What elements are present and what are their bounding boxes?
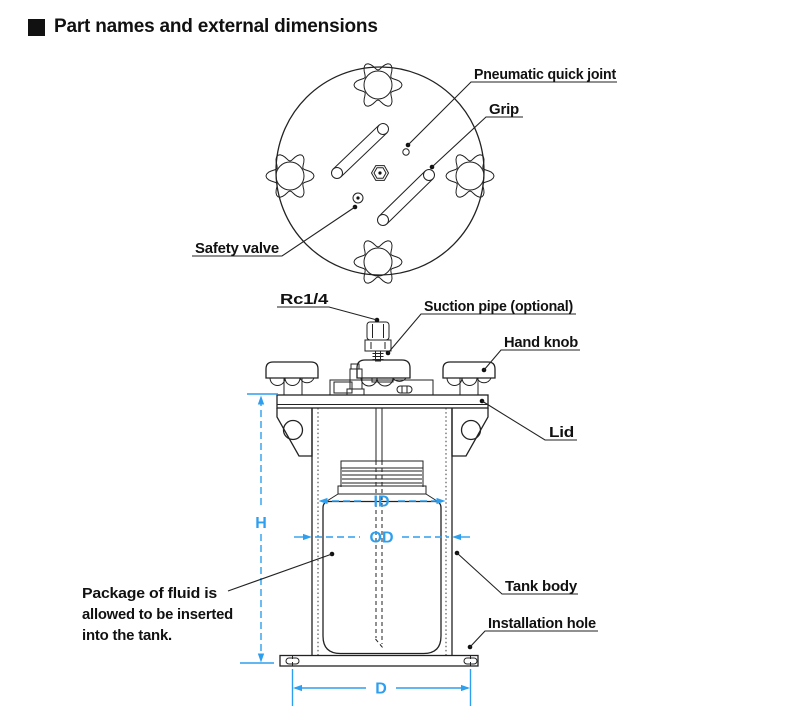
dimension-height-H: H bbox=[240, 393, 278, 664]
suction-pipe bbox=[375, 408, 384, 649]
dim-label-H: H bbox=[255, 515, 267, 532]
rc-fitting bbox=[364, 321, 392, 362]
side-view: H ID OD bbox=[82, 292, 598, 706]
side-hand-knob-left bbox=[265, 361, 319, 396]
leader-lid bbox=[479, 398, 577, 441]
label-grip: Grip bbox=[489, 102, 519, 118]
label-package-note-line1: Package of fluid is bbox=[82, 586, 217, 602]
ear-bracket-left bbox=[276, 408, 313, 457]
leader-rc-thread bbox=[277, 306, 380, 323]
lid-outline-circle bbox=[275, 66, 485, 276]
hand-knob-left bbox=[265, 154, 315, 198]
label-safety-valve: Safety valve bbox=[195, 241, 279, 257]
pneumatic-quick-joint-port bbox=[402, 148, 410, 156]
section-title: Part names and external dimensions bbox=[28, 16, 378, 38]
tank-walls bbox=[311, 408, 453, 656]
label-installation-hole: Installation hole bbox=[488, 616, 596, 632]
label-hand-knob: Hand knob bbox=[504, 335, 578, 351]
dim-label-ID: ID bbox=[374, 494, 390, 511]
dimension-inner-diameter-ID: ID bbox=[318, 494, 446, 511]
dim-label-D: D bbox=[375, 681, 387, 698]
label-lid: Lid bbox=[549, 425, 574, 441]
leader-package-note bbox=[227, 551, 335, 592]
hand-knob-right bbox=[445, 154, 495, 198]
lid-plate bbox=[276, 394, 489, 409]
top-view: Pneumatic quick joint Grip Safety valve bbox=[192, 63, 617, 284]
label-package-note: Package of fluid is allowed to be insert… bbox=[82, 586, 233, 644]
safety-valve-port bbox=[352, 192, 364, 204]
leader-grip bbox=[429, 116, 523, 170]
label-rc-thread: Rc1/4 bbox=[280, 292, 328, 308]
section-title-text: Part names and external dimensions bbox=[54, 16, 378, 37]
side-hand-knob-center bbox=[356, 359, 411, 387]
label-package-note-line3: into the tank. bbox=[82, 628, 172, 644]
leader-installation-hole bbox=[467, 630, 598, 650]
leader-pneumatic-quick-joint bbox=[405, 81, 617, 148]
ear-bracket-right bbox=[451, 408, 489, 457]
fluid-package-bottle bbox=[322, 460, 442, 655]
dimension-base-D: D bbox=[291, 669, 472, 706]
side-pneumatic-nipple bbox=[396, 385, 413, 394]
hand-knob-bottom bbox=[353, 240, 403, 284]
label-pneumatic-quick-joint: Pneumatic quick joint bbox=[474, 67, 616, 83]
label-tank-body: Tank body bbox=[505, 579, 577, 595]
dimension-outer-diameter-OD: OD bbox=[294, 530, 470, 547]
leader-suction-pipe bbox=[385, 313, 576, 356]
section-bullet-icon bbox=[28, 18, 45, 36]
label-suction-pipe: Suction pipe (optional) bbox=[424, 299, 573, 315]
center-hex-fitting bbox=[370, 165, 390, 181]
grip-bar-upper bbox=[331, 123, 389, 179]
leader-tank-body bbox=[454, 550, 578, 595]
leader-safety-valve bbox=[192, 204, 358, 257]
dim-label-OD: OD bbox=[370, 530, 394, 547]
hand-knob-top bbox=[353, 63, 403, 107]
grip-bar-lower bbox=[377, 169, 435, 226]
label-package-note-line2: allowed to be inserted bbox=[82, 607, 233, 623]
leader-hand-knob bbox=[481, 349, 580, 373]
base-plate bbox=[279, 654, 479, 667]
